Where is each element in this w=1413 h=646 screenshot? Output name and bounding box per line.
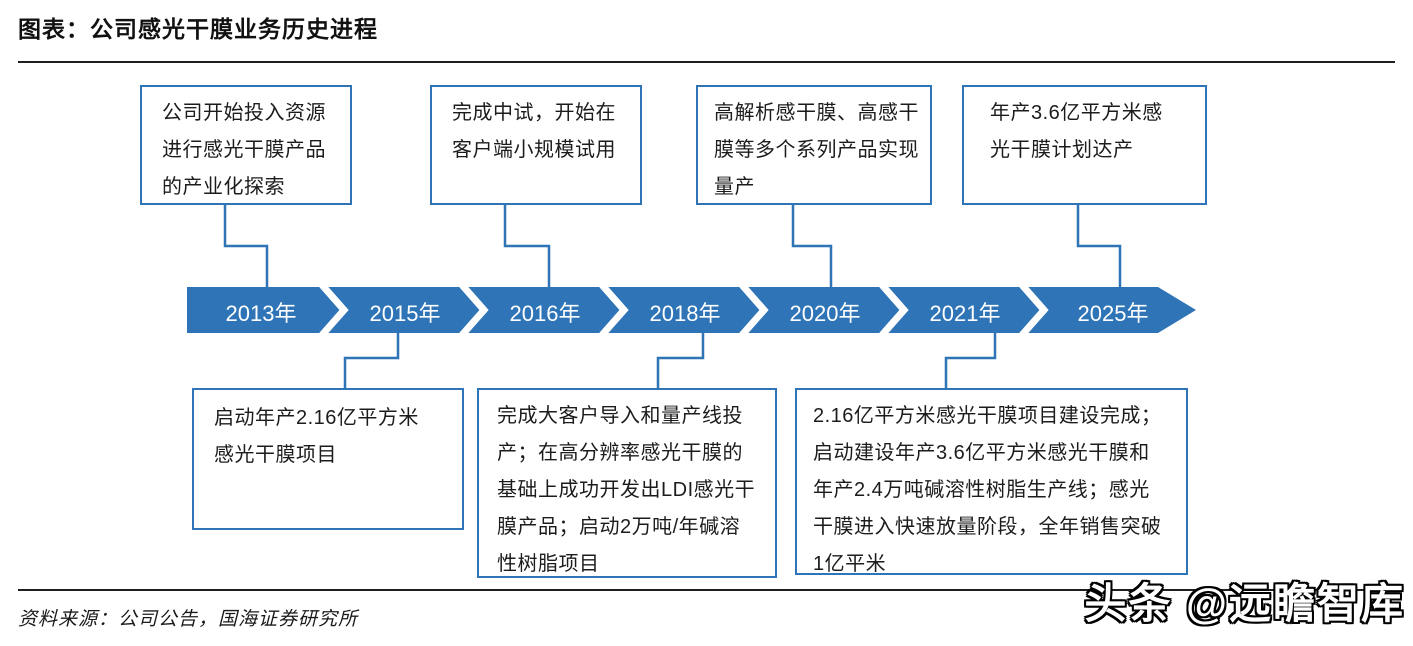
chevron-separator [1019,282,1049,338]
event-box-2015: 启动年产2.16亿平方米感光干膜项目 [192,388,464,530]
event-text-2015: 启动年产2.16亿平方米感光干膜项目 [214,407,419,466]
chevron-separator [459,282,489,338]
chevron-separator [879,282,909,338]
timeline-year-2016: 2016年 [509,301,581,326]
event-box-2013: 公司开始投入资源进行感光干膜产品的产业化探索 [140,85,352,205]
timeline-year-2021: 2021年 [929,301,1001,326]
title-divider [18,61,1395,63]
timeline-year-2013: 2013年 [225,301,297,326]
chevron-separator [319,282,349,338]
event-box-2018: 完成大客户导入和量产线投产；在高分辨率感光干膜的基础上成功开发出LDI感光干膜产… [477,388,777,578]
chevron-separator [739,282,769,338]
event-text-2013: 公司开始投入资源进行感光干膜产品的产业化探索 [162,102,326,198]
timeline-year-2025: 2025年 [1077,301,1149,326]
event-text-2020: 高解析感干膜、高感干膜等多个系列产品实现量产 [714,102,919,198]
connector-2025 [1076,205,1122,288]
timeline-year-2020: 2020年 [789,301,861,326]
event-text-2025: 年产3.6亿平方米感光干膜计划达产 [990,102,1163,161]
connector-2015 [343,332,400,389]
event-box-2021: 2.16亿平方米感光干膜项目建设完成；启动建设年产3.6亿平方米感光干膜和年产2… [795,388,1188,575]
event-box-2025: 年产3.6亿平方米感光干膜计划达产 [962,85,1207,205]
footer-divider [18,589,1395,591]
watermark: 头条 @远瞻智库 [1084,580,1405,627]
timeline-year-2015: 2015年 [369,301,441,326]
connector-2018 [656,332,705,389]
source-note: 资料来源：公司公告，国海证券研究所 [18,609,359,630]
event-text-2018: 完成大客户导入和量产线投产；在高分辨率感光干膜的基础上成功开发出LDI感光干膜产… [497,405,756,575]
connector-2013 [223,205,269,288]
event-text-2021: 2.16亿平方米感光干膜项目建设完成；启动建设年产3.6亿平方米感光干膜和年产2… [813,405,1162,575]
chevron-separator [599,282,629,338]
event-box-2016: 完成中试，开始在客户端小规模试用 [430,85,642,205]
page-title: 图表：公司感光干膜业务历史进程 [18,16,378,42]
event-box-2020: 高解析感干膜、高感干膜等多个系列产品实现量产 [696,85,932,205]
connector-2021 [944,332,997,389]
connector-2020 [791,205,833,288]
event-text-2016: 完成中试，开始在客户端小规模试用 [452,102,616,161]
connector-2016 [503,205,551,288]
timeline-year-2018: 2018年 [649,301,721,326]
timeline-arrow-band [187,287,1196,333]
